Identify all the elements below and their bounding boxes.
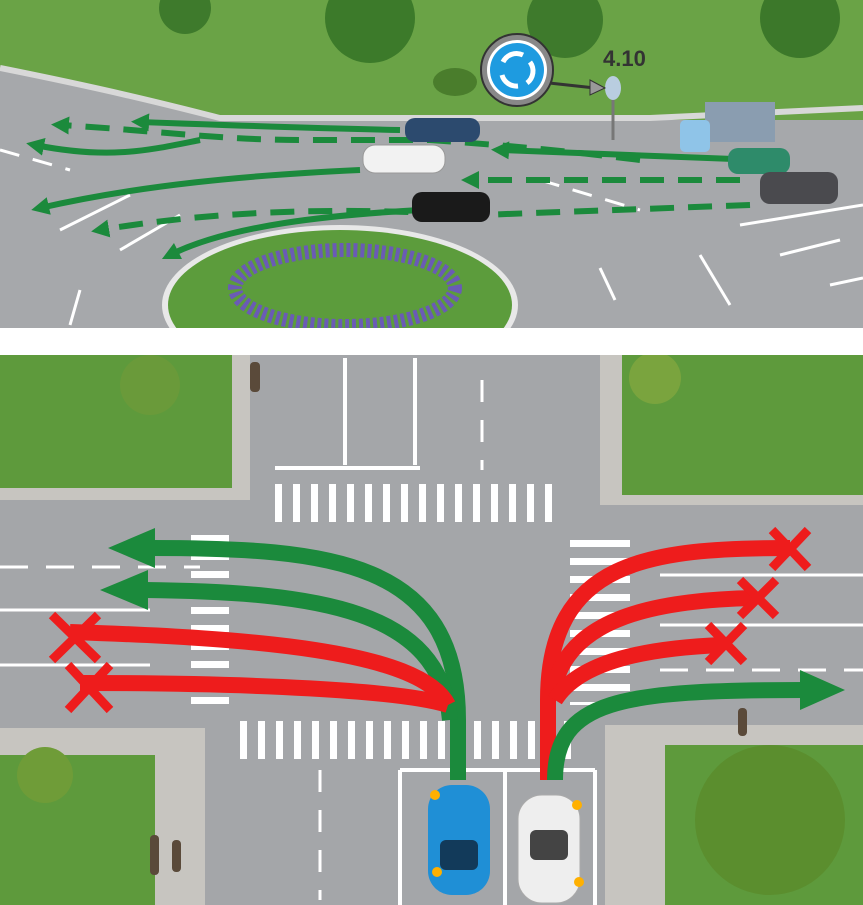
flower-bed (228, 243, 462, 333)
forbidden-right-arrow-1 (540, 540, 791, 780)
forbidden-right-arrow-3 (548, 637, 723, 705)
allowed-right-arrow (547, 682, 806, 781)
car-dark-blue (405, 118, 480, 142)
curb (0, 65, 863, 121)
car-green (728, 148, 790, 174)
roundabout-scene: 4.10 (0, 0, 863, 385)
inner-lane-arrow (91, 202, 751, 238)
car-white (362, 144, 446, 174)
roundabout-arrows-icon (499, 51, 536, 89)
sign-plate (605, 76, 621, 100)
x-mark (736, 576, 780, 620)
forbidden-left-arrow-1 (69, 624, 456, 710)
trees (159, 0, 840, 96)
cars-intersection (428, 785, 584, 904)
lane-markings (0, 148, 863, 326)
turn-signal-icons (430, 790, 584, 887)
roundabout-sign-icon (490, 43, 544, 97)
approach-arrow-1 (491, 141, 761, 163)
truck-cargo (705, 102, 775, 142)
allowed-left-arrow-1 (149, 540, 466, 780)
maneuver-arrows (69, 528, 845, 781)
pedestrians (150, 362, 747, 875)
car-black (412, 192, 490, 222)
x-mark (704, 621, 748, 666)
allowed-right-arrowhead (800, 670, 845, 710)
allowed-left-arrowhead-1 (108, 528, 155, 568)
allowed-left-arrow-2 (144, 582, 458, 721)
cars (362, 102, 838, 222)
grass-top-left (0, 355, 232, 488)
forbidden-left-arrow-2 (79, 675, 451, 713)
allowed-left-arrowhead-2 (100, 570, 148, 610)
panel-separator (0, 328, 863, 355)
truck-cab (680, 120, 710, 152)
exit-arrow-3 (161, 207, 421, 260)
sign-4-10: 4.10 (480, 33, 646, 140)
exit-arrow-1 (131, 113, 401, 133)
sign-number-label: 4.10 (603, 46, 646, 71)
trees-intersection (17, 352, 845, 895)
exit-arrow-4 (26, 137, 201, 156)
intersection-scene (0, 352, 863, 905)
road-markings (0, 358, 863, 905)
x-mark (64, 661, 114, 714)
car-gray (760, 172, 838, 204)
forbidden-marks (48, 526, 812, 714)
x-mark (768, 526, 812, 572)
callout-arrowhead (589, 79, 607, 96)
traffic-arrows (26, 113, 761, 260)
x-mark (48, 611, 102, 664)
forbidden-right-arrow-2 (544, 590, 756, 702)
exit-arrow-2 (31, 167, 361, 215)
